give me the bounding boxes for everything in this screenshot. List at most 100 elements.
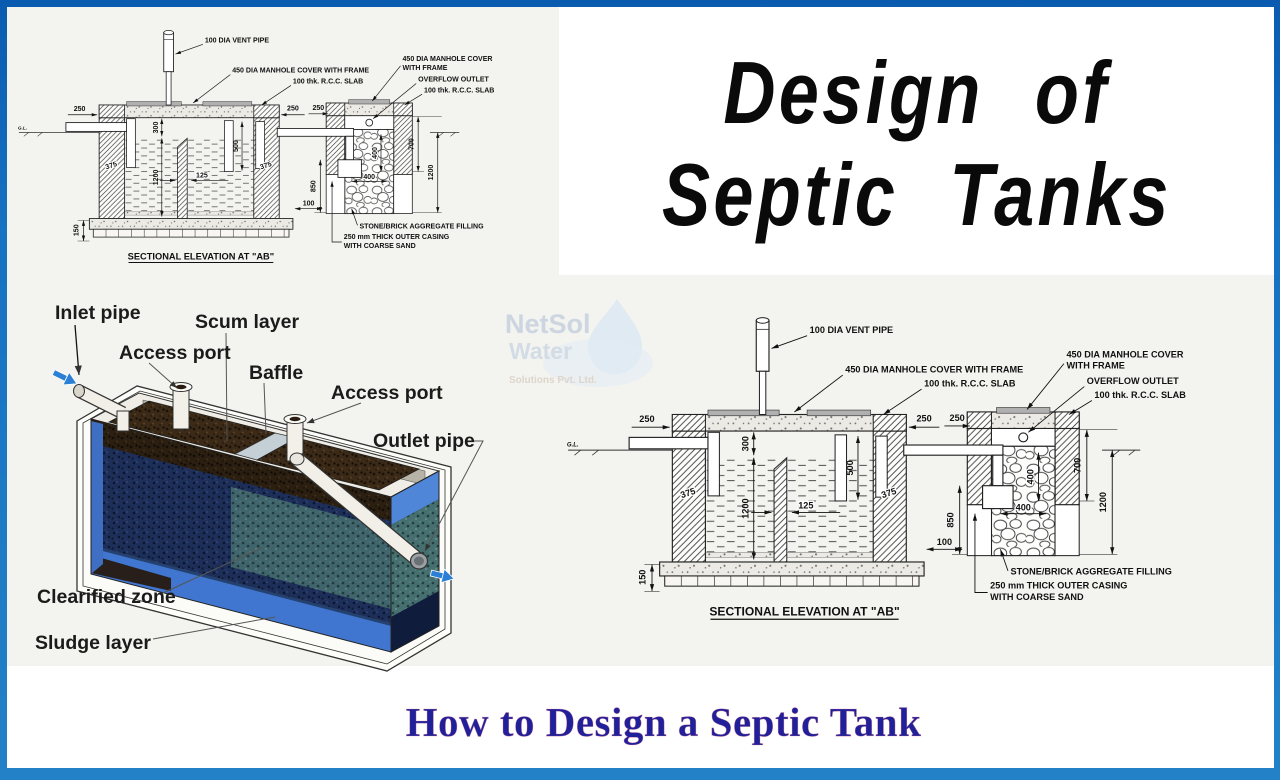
rcc-slab-right-label: 100 thk. R.C.C. SLAB — [424, 87, 494, 94]
dimension-labels: 250 300 500 1200 125 375 375 250 250 100… — [638, 413, 1108, 585]
casing-label-2: WITH COARSE SAND — [990, 592, 1084, 602]
svg-text:Water: Water — [509, 338, 572, 364]
svg-text:1200: 1200 — [1098, 492, 1108, 512]
manhole-right-label-2: WITH FRAME — [403, 65, 448, 72]
access-port-rear-3d — [283, 414, 307, 462]
svg-text:400: 400 — [363, 174, 375, 181]
rcc-slab-right-label: 100 thk. R.C.C. SLAB — [1094, 390, 1186, 400]
vent-pipe-label: 100 DIA VENT PIPE — [810, 325, 893, 335]
tank-3d-illustration: Inlet pipe Scum layer Access port Baffle… — [35, 302, 484, 672]
main-tank — [65, 30, 294, 238]
svg-text:100: 100 — [303, 200, 315, 207]
elevation-diagram-small: G.L. — [15, 13, 563, 265]
svg-text:150: 150 — [74, 224, 81, 236]
soak-pit — [276, 99, 413, 215]
svg-text:300: 300 — [741, 436, 751, 451]
svg-text:700: 700 — [1072, 458, 1082, 473]
watermark: NetSol Water Solutions Pvt. Ltd. — [495, 293, 675, 403]
access-port-front-3d — [169, 382, 193, 430]
overflow-outlet-label: OVERFLOW OUTLET — [418, 76, 489, 83]
svg-text:SECTIONAL ELEVATION AT "AB": SECTIONAL ELEVATION AT "AB" — [709, 604, 899, 618]
poster-content: Design of Septic Tanks NetSol Water Solu… — [7, 7, 1274, 768]
poster-title-line1: Design of — [723, 43, 1110, 142]
elevation-diagram-large: G.L. — [563, 295, 1275, 623]
svg-text:1200: 1200 — [428, 165, 435, 181]
svg-text:500: 500 — [233, 140, 240, 152]
svg-text:125: 125 — [798, 501, 813, 511]
rcc-slab-left-label: 100 thk. R.C.C. SLAB — [924, 379, 1016, 389]
svg-text:250: 250 — [916, 414, 931, 424]
svg-text:150: 150 — [638, 570, 648, 585]
annotation-leaders — [771, 335, 1093, 593]
scum-layer-label: Scum layer — [195, 311, 299, 333]
svg-text:700: 700 — [408, 138, 415, 150]
dimension-labels: 250 300 500 1200 125 375 375 250 250 100… — [74, 105, 435, 236]
svg-text:SECTIONAL ELEVATION AT "AB": SECTIONAL ELEVATION AT "AB" — [128, 252, 274, 262]
inlet-pipe-label: Inlet pipe — [55, 302, 141, 324]
label-leaders-3d — [74, 324, 484, 640]
svg-text:850: 850 — [945, 512, 955, 527]
svg-text:400: 400 — [372, 147, 379, 159]
access-port-front-label: Access port — [119, 342, 231, 364]
section-title: SECTIONAL ELEVATION AT "AB" — [128, 252, 274, 264]
svg-text:125: 125 — [196, 172, 208, 179]
baffle-label: Baffle — [249, 362, 303, 384]
svg-text:400: 400 — [1025, 469, 1035, 484]
section-title: SECTIONAL ELEVATION AT "AB" — [709, 604, 900, 620]
svg-text:1200: 1200 — [153, 169, 160, 185]
tank-front-face — [90, 418, 392, 653]
svg-text:300: 300 — [153, 122, 160, 134]
casing-label-1: 250 mm THICK OUTER CASING — [990, 581, 1127, 591]
svg-text:850: 850 — [310, 180, 317, 192]
inlet-pipe-3d — [73, 384, 130, 432]
footer-strip: How to Design a Septic Tank — [7, 666, 1274, 768]
flow-arrows — [51, 369, 456, 584]
svg-text:400: 400 — [1016, 502, 1031, 512]
casing-label-1: 250 mm THICK OUTER CASING — [344, 234, 450, 241]
outlet-pipe-label: Outlet pipe — [373, 430, 475, 452]
svg-text:250: 250 — [312, 105, 324, 112]
svg-text:G.L.: G.L. — [567, 441, 579, 448]
soak-pit — [903, 407, 1080, 557]
main-tank — [628, 317, 925, 587]
svg-text:1200: 1200 — [741, 498, 751, 518]
aggregate-label: STONE/BRICK AGGREGATE FILLING — [1011, 567, 1172, 577]
annotation-leaders — [175, 43, 423, 243]
ground-lines: G.L. — [18, 125, 460, 137]
access-port-rear-label: Access port — [331, 382, 443, 404]
overflow-outlet-label: OVERFLOW OUTLET — [1087, 376, 1179, 386]
svg-text:250: 250 — [639, 414, 654, 424]
watermark-logo: NetSol Water Solutions Pvt. Ltd. — [505, 299, 653, 387]
svg-text:NetSol: NetSol — [505, 309, 591, 339]
annotation-labels: 100 DIA VENT PIPE 450 DIA MANHOLE COVER … — [205, 37, 495, 249]
sectional-elevation-drawing: G.L. — [18, 30, 495, 264]
svg-text:250: 250 — [950, 413, 965, 423]
annotation-labels: 100 DIA VENT PIPE 450 DIA MANHOLE COVER … — [810, 325, 1187, 602]
manhole-right-label-1: 450 DIA MANHOLE COVER — [403, 56, 493, 63]
clearified-zone-label: Clearified zone — [37, 586, 176, 608]
sludge-layer-label: Sludge layer — [35, 632, 151, 654]
manhole-right-label-2: WITH FRAME — [1066, 361, 1124, 371]
manhole-left-label: 450 DIA MANHOLE COVER WITH FRAME — [845, 365, 1023, 375]
labels-3d: Inlet pipe Scum layer Access port Baffle… — [35, 302, 475, 654]
outlet-flow-arrow-icon — [429, 568, 456, 584]
sectional-elevation-drawing: G.L. — [567, 317, 1187, 620]
casing-label-2: WITH COARSE SAND — [344, 243, 416, 250]
manhole-right-label-1: 450 DIA MANHOLE COVER — [1066, 349, 1183, 359]
dimension-lines — [631, 423, 1118, 592]
manhole-left-label: 450 DIA MANHOLE COVER WITH FRAME — [232, 68, 369, 75]
aggregate-label: STONE/BRICK AGGREGATE FILLING — [359, 223, 484, 230]
svg-text:100: 100 — [937, 537, 952, 547]
svg-text:250: 250 — [287, 105, 299, 112]
outlet-pipe-3d — [289, 452, 429, 570]
footer-title: How to Design a Septic Tank — [405, 699, 922, 746]
svg-text:G.L.: G.L. — [18, 125, 27, 130]
dimension-lines — [67, 112, 442, 242]
title-box: Design of Septic Tanks — [559, 7, 1274, 275]
ground-lines: G.L. — [567, 441, 1141, 456]
poster-title-line2: Septic Tanks — [661, 145, 1172, 244]
inlet-flow-arrow-icon — [51, 369, 78, 386]
water-drop-icon — [588, 299, 642, 374]
svg-text:Solutions Pvt. Ltd.: Solutions Pvt. Ltd. — [509, 375, 597, 386]
